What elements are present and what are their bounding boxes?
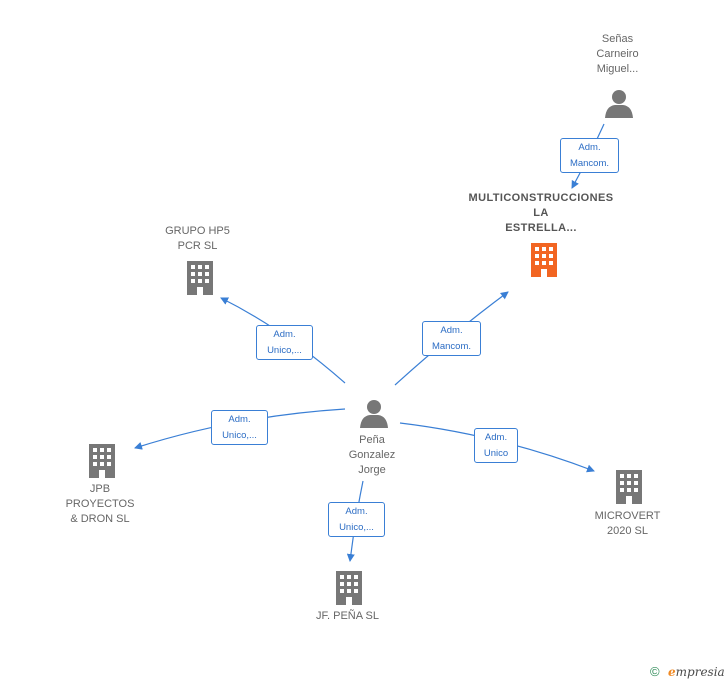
brand-initial: e <box>668 665 676 679</box>
person-icon-senas[interactable] <box>604 88 634 118</box>
node-label-jpb[interactable]: JPB PROYECTOS & DRON SL <box>65 483 135 525</box>
node-label-grupo[interactable]: GRUPO HP5 PCR SL <box>165 225 230 252</box>
node-label-multi[interactable]: MULTICONSTRUCCIONES LA ESTRELLA... <box>468 192 614 234</box>
empresia-logo[interactable]: empresia <box>668 665 725 679</box>
edge-label-center-grupo[interactable]: Adm. Unico,... <box>256 325 313 360</box>
node-label-senas[interactable]: Señas Carneiro Miguel... <box>596 33 639 75</box>
edge-label-center-jf[interactable]: Adm. Unico,... <box>328 502 385 537</box>
brand-rest: mpresia <box>675 665 725 679</box>
node-label-jf[interactable]: JF. PEÑA SL <box>316 610 379 622</box>
edge-label-senas-multi[interactable]: Adm. Mancom. <box>560 138 619 173</box>
copyright-symbol: © <box>650 664 660 679</box>
building-icon-grupo[interactable] <box>184 261 216 295</box>
node-label-microvert[interactable]: MICROVERT 2020 SL <box>594 510 661 537</box>
building-icon-multi[interactable] <box>528 243 560 277</box>
edge-label-center-microvert[interactable]: Adm. Unico <box>474 428 518 463</box>
building-icon-jf[interactable] <box>333 571 365 605</box>
edge-label-center-multi[interactable]: Adm. Mancom. <box>422 321 481 356</box>
building-icon-microvert[interactable] <box>613 470 645 504</box>
building-icon-jpb[interactable] <box>86 444 118 478</box>
node-label-center[interactable]: Peña Gonzalez Jorge <box>348 434 396 476</box>
edge-label-center-jpb[interactable]: Adm. Unico,... <box>211 410 268 445</box>
person-icon-center[interactable] <box>359 398 389 428</box>
